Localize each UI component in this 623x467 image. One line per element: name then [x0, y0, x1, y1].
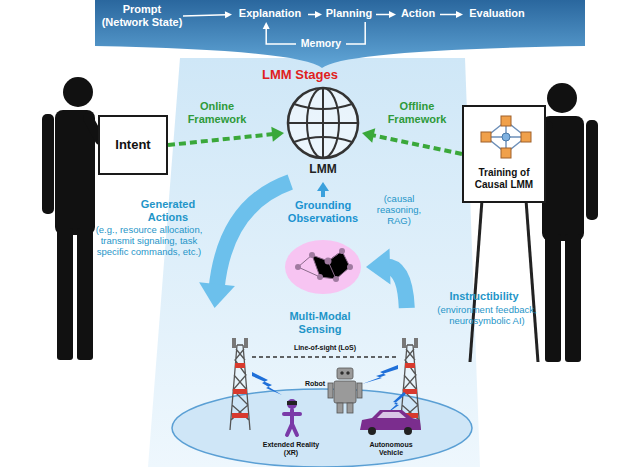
free-label: LMM Stages [255, 68, 345, 83]
node-text: Multi-Modal Sensing [278, 310, 362, 335]
free-label: Autonomous Vehicle [358, 441, 424, 457]
free-label: Extended Reality (XR) [258, 441, 324, 457]
node-text: Memory [301, 37, 341, 49]
arrow-head [389, 11, 396, 18]
edge-label: Online Framework [184, 100, 250, 125]
edge-label: Offline Framework [382, 100, 452, 125]
connector [371, 135, 462, 154]
node-text: Grounding Observations [280, 199, 366, 224]
node-text: Prompt (Network State) [101, 3, 183, 28]
left-tower [230, 338, 250, 430]
lmm-globe: LMM [284, 84, 362, 182]
xr-person-figure [284, 399, 300, 435]
left-person-figure [42, 77, 100, 360]
edge-label: Instructibility [436, 290, 532, 303]
free-label: (e.g., resource allocation, transmit sig… [92, 225, 206, 258]
connector [266, 28, 296, 44]
stage-step: Evaluation [463, 7, 531, 22]
stage-step: Planning [322, 7, 376, 22]
node-text: Intent [115, 138, 150, 153]
autonomous-car [360, 410, 421, 435]
edge-label: Generated Actions [126, 198, 210, 223]
node-text: Training of Causal LMM [464, 167, 544, 190]
intent-board: Intent [98, 115, 168, 175]
connector [217, 182, 291, 289]
arrow-head [225, 11, 232, 18]
arrow-head [315, 11, 322, 18]
free-label: (causal reasoning, RAG) [370, 194, 428, 227]
right-easel-legs [470, 200, 538, 362]
arrow-head [271, 127, 284, 142]
free-label: Robot [302, 380, 328, 388]
grounding-graph: Grounding Observations [280, 197, 366, 297]
memory-step: Memory [296, 37, 346, 51]
ground-ellipse [172, 389, 472, 467]
arrow-head [362, 128, 375, 143]
connector [346, 22, 365, 44]
training-board: Training of Causal LMM [462, 105, 546, 203]
light-beam [148, 58, 480, 467]
node-text: Action [401, 7, 435, 20]
node-text: Planning [326, 7, 372, 20]
los-line [252, 356, 398, 358]
arrow-head [199, 282, 235, 308]
connector [183, 15, 226, 16]
stage-step: Explanation [232, 7, 308, 22]
node-text: Explanation [239, 7, 301, 20]
globe-icon [284, 84, 362, 162]
connector [376, 14, 390, 16]
stage-step: Action [396, 7, 440, 22]
arrow-head [366, 248, 390, 284]
lightning-bolts [252, 365, 406, 414]
connector [168, 134, 274, 145]
robot-figure [328, 368, 362, 413]
free-label: (environment feedback, neurosymbolic AI) [432, 305, 542, 327]
arrow-head [456, 11, 463, 18]
connector [440, 14, 457, 16]
node-text: LMM [309, 163, 336, 177]
stage-band [95, 0, 585, 68]
node-text: Evaluation [469, 7, 525, 20]
sensing-scene: Multi-Modal Sensing [165, 308, 475, 467]
free-label: Line-of-sight (LoS) [285, 344, 365, 352]
stage-step: Prompt (Network State) [101, 3, 183, 29]
arrow-head [317, 182, 329, 191]
arrow-head [263, 22, 270, 29]
network-board-icon [464, 107, 548, 167]
